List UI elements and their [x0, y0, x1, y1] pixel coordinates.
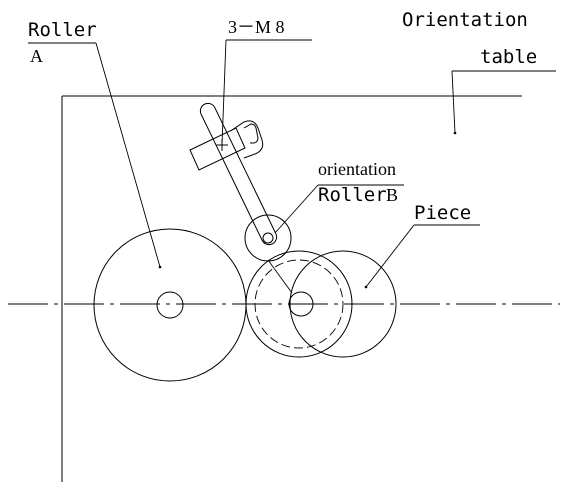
orientation-roller-b [244, 214, 292, 262]
arm-edge-right [214, 107, 277, 235]
arm-top-cap [199, 102, 216, 115]
piece-right-circle [289, 250, 397, 358]
roller-a-leader [95, 42, 161, 268]
bracket-lug [231, 120, 264, 159]
arm-edge-left [200, 113, 263, 241]
roller-a-letter: A [30, 46, 43, 66]
swing-arm-assembly [189, 102, 278, 246]
piece-left-circle [245, 250, 353, 358]
roller-a [93, 228, 247, 382]
piece-leader [365, 224, 415, 288]
roller-b-leader [274, 184, 319, 234]
bracket-slot [243, 123, 259, 144]
hub-leader [267, 259, 293, 294]
fastener-leader [221, 39, 227, 146]
orientation-table-frame [61, 95, 522, 482]
piece-hub [288, 291, 314, 317]
piece-label: Piece [414, 202, 471, 224]
piece-dashed-circle [254, 259, 344, 349]
roller-a-label: Roller [28, 19, 97, 41]
bracket-block [189, 127, 246, 171]
roller-b-outer [244, 214, 292, 262]
leader-lines [28, 39, 556, 294]
arm-bottom-cap [261, 233, 278, 246]
piece [245, 250, 397, 358]
orientation-label: orientation [318, 159, 396, 179]
table-label-line2: table [480, 46, 537, 68]
roller-a-hub [156, 291, 184, 319]
table-leader [451, 70, 456, 134]
roller-b-center [262, 232, 274, 244]
roller-b-letter: B [386, 185, 398, 205]
roller-b-label: Roller [318, 184, 387, 206]
table-leader-dot [453, 131, 457, 135]
roller-a-outer [93, 228, 247, 382]
fastener-label: 3－M 8 [228, 17, 285, 37]
table-label-line1: Orientation [402, 9, 528, 31]
